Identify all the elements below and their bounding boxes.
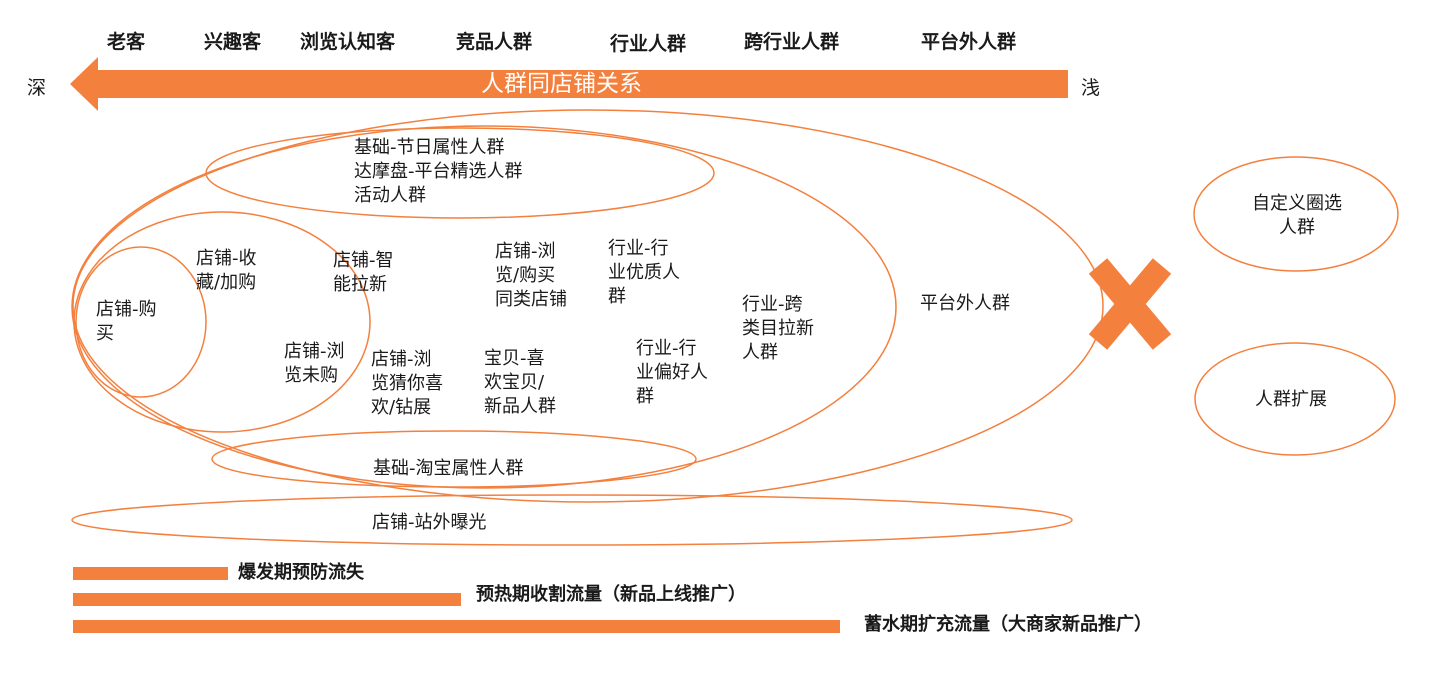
phase-bar-preheat	[73, 593, 461, 606]
segment-store-similar: 店铺-浏 览/购买 同类店铺	[495, 241, 567, 310]
segment-cross-industry: 行业-跨 类目拉新 人群	[742, 294, 814, 363]
ellipse-offsite-exposure	[71, 494, 1073, 546]
crowd-expansion-label: 人群扩展	[1255, 389, 1327, 410]
phase-label-preheat: 预热期收割流量（新品上线推广）	[476, 584, 746, 605]
segment-offsite-exposure: 店铺-站外曝光	[372, 512, 487, 533]
segment-outside-platform: 平台外人群	[920, 293, 1010, 314]
relationship-arrow	[70, 57, 1068, 111]
segment-store-smart: 店铺-智 能拉新	[333, 250, 394, 295]
segment-industry-preference: 行业-行 业偏好人 群	[636, 338, 708, 407]
header-label-cross-industry-crowd: 跨行业人群	[744, 31, 840, 53]
cross-icon	[1088, 258, 1172, 350]
phase-bar-burst	[73, 567, 228, 580]
phase-label-burst: 爆发期预防流失	[238, 562, 364, 583]
ellipse-taobao-crowd	[211, 430, 697, 488]
ellipse-crowd-expansion	[1194, 342, 1396, 456]
segment-store-guess: 店铺-浏 览猜你喜 欢/钻展	[371, 349, 443, 418]
header-label-browse-customer: 浏览认知客	[300, 31, 396, 53]
phase-bar-reserve	[73, 620, 840, 633]
header-label-competitor-crowd: 竞品人群	[456, 31, 533, 53]
phase-label-reserve: 蓄水期扩充流量（大商家新品推广）	[864, 614, 1152, 635]
segment-store-favorite: 店铺-收 藏/加购	[196, 248, 257, 293]
segment-item-like: 宝贝-喜 欢宝贝/ 新品人群	[484, 348, 556, 417]
header-label-outside-platform-crowd: 平台外人群	[921, 31, 1017, 53]
ellipse-store-purchase	[75, 246, 207, 398]
segment-taobao-crowd: 基础-淘宝属性人群	[373, 458, 524, 479]
ellipse-store-interest	[73, 211, 371, 433]
ellipse-outside-platform	[72, 109, 1104, 503]
ellipse-industry	[71, 125, 897, 489]
custom-crowd-label: 自定义圈选 人群	[1252, 193, 1342, 238]
ellipse-custom-crowd	[1193, 156, 1399, 272]
segment-store-purchase: 店铺-购 买	[96, 299, 157, 344]
arrow-title: 人群同店铺关系	[481, 71, 642, 97]
header-label-industry-crowd: 行业人群	[610, 33, 687, 55]
ellipse-holiday-crowd	[205, 127, 715, 219]
header-label-interest-customer: 兴趣客	[204, 31, 262, 53]
segment-holiday-crowd: 基础-节日属性人群 达摩盘-平台精选人群 活动人群	[354, 137, 523, 206]
segment-industry-quality: 行业-行 业优质人 群	[608, 238, 680, 307]
segment-store-browse: 店铺-浏 览未购	[284, 341, 345, 386]
arrow-label-deep: 深	[27, 77, 47, 99]
arrow-label-shallow: 浅	[1081, 77, 1101, 99]
header-label-old-customer: 老客	[107, 31, 146, 53]
